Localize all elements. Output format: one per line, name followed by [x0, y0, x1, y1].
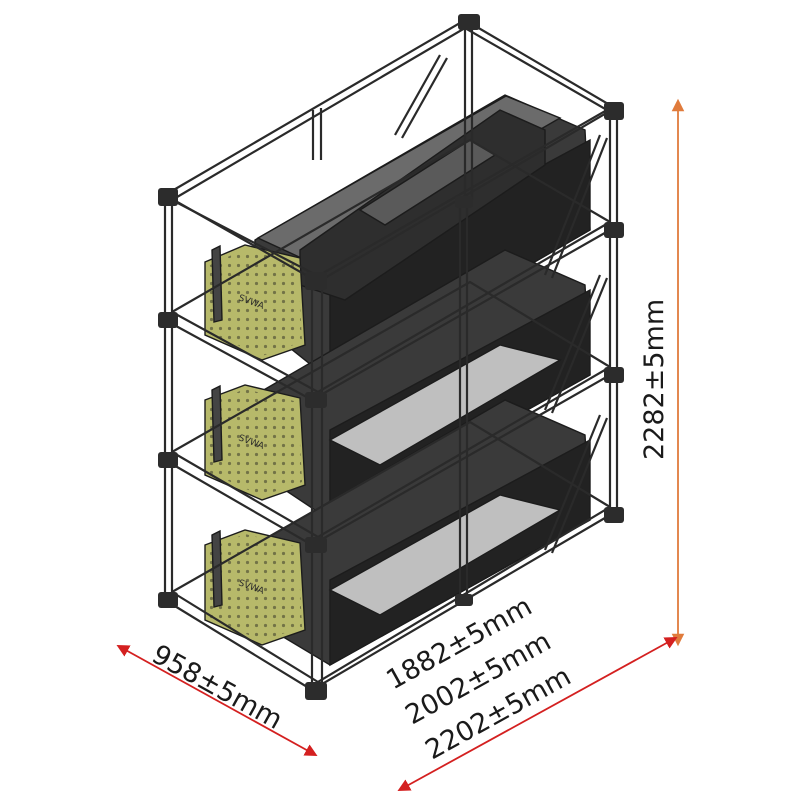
equipment-units: SVWA SVWA SVWA: [204, 94, 591, 667]
corner-joints: [158, 14, 624, 700]
rack-frame: [158, 14, 624, 700]
depth-dimension-label: 958±5mm: [147, 639, 288, 736]
equipment-unit-middle: SVWA: [204, 249, 591, 522]
depth-arrow: [116, 644, 318, 757]
unit-face-top: [204, 244, 306, 361]
cross-braces: [394, 54, 609, 554]
height-dimension-label: 2282±5mm: [639, 299, 670, 460]
unit-face-middle: [204, 384, 306, 501]
length-arrow: [397, 636, 678, 792]
